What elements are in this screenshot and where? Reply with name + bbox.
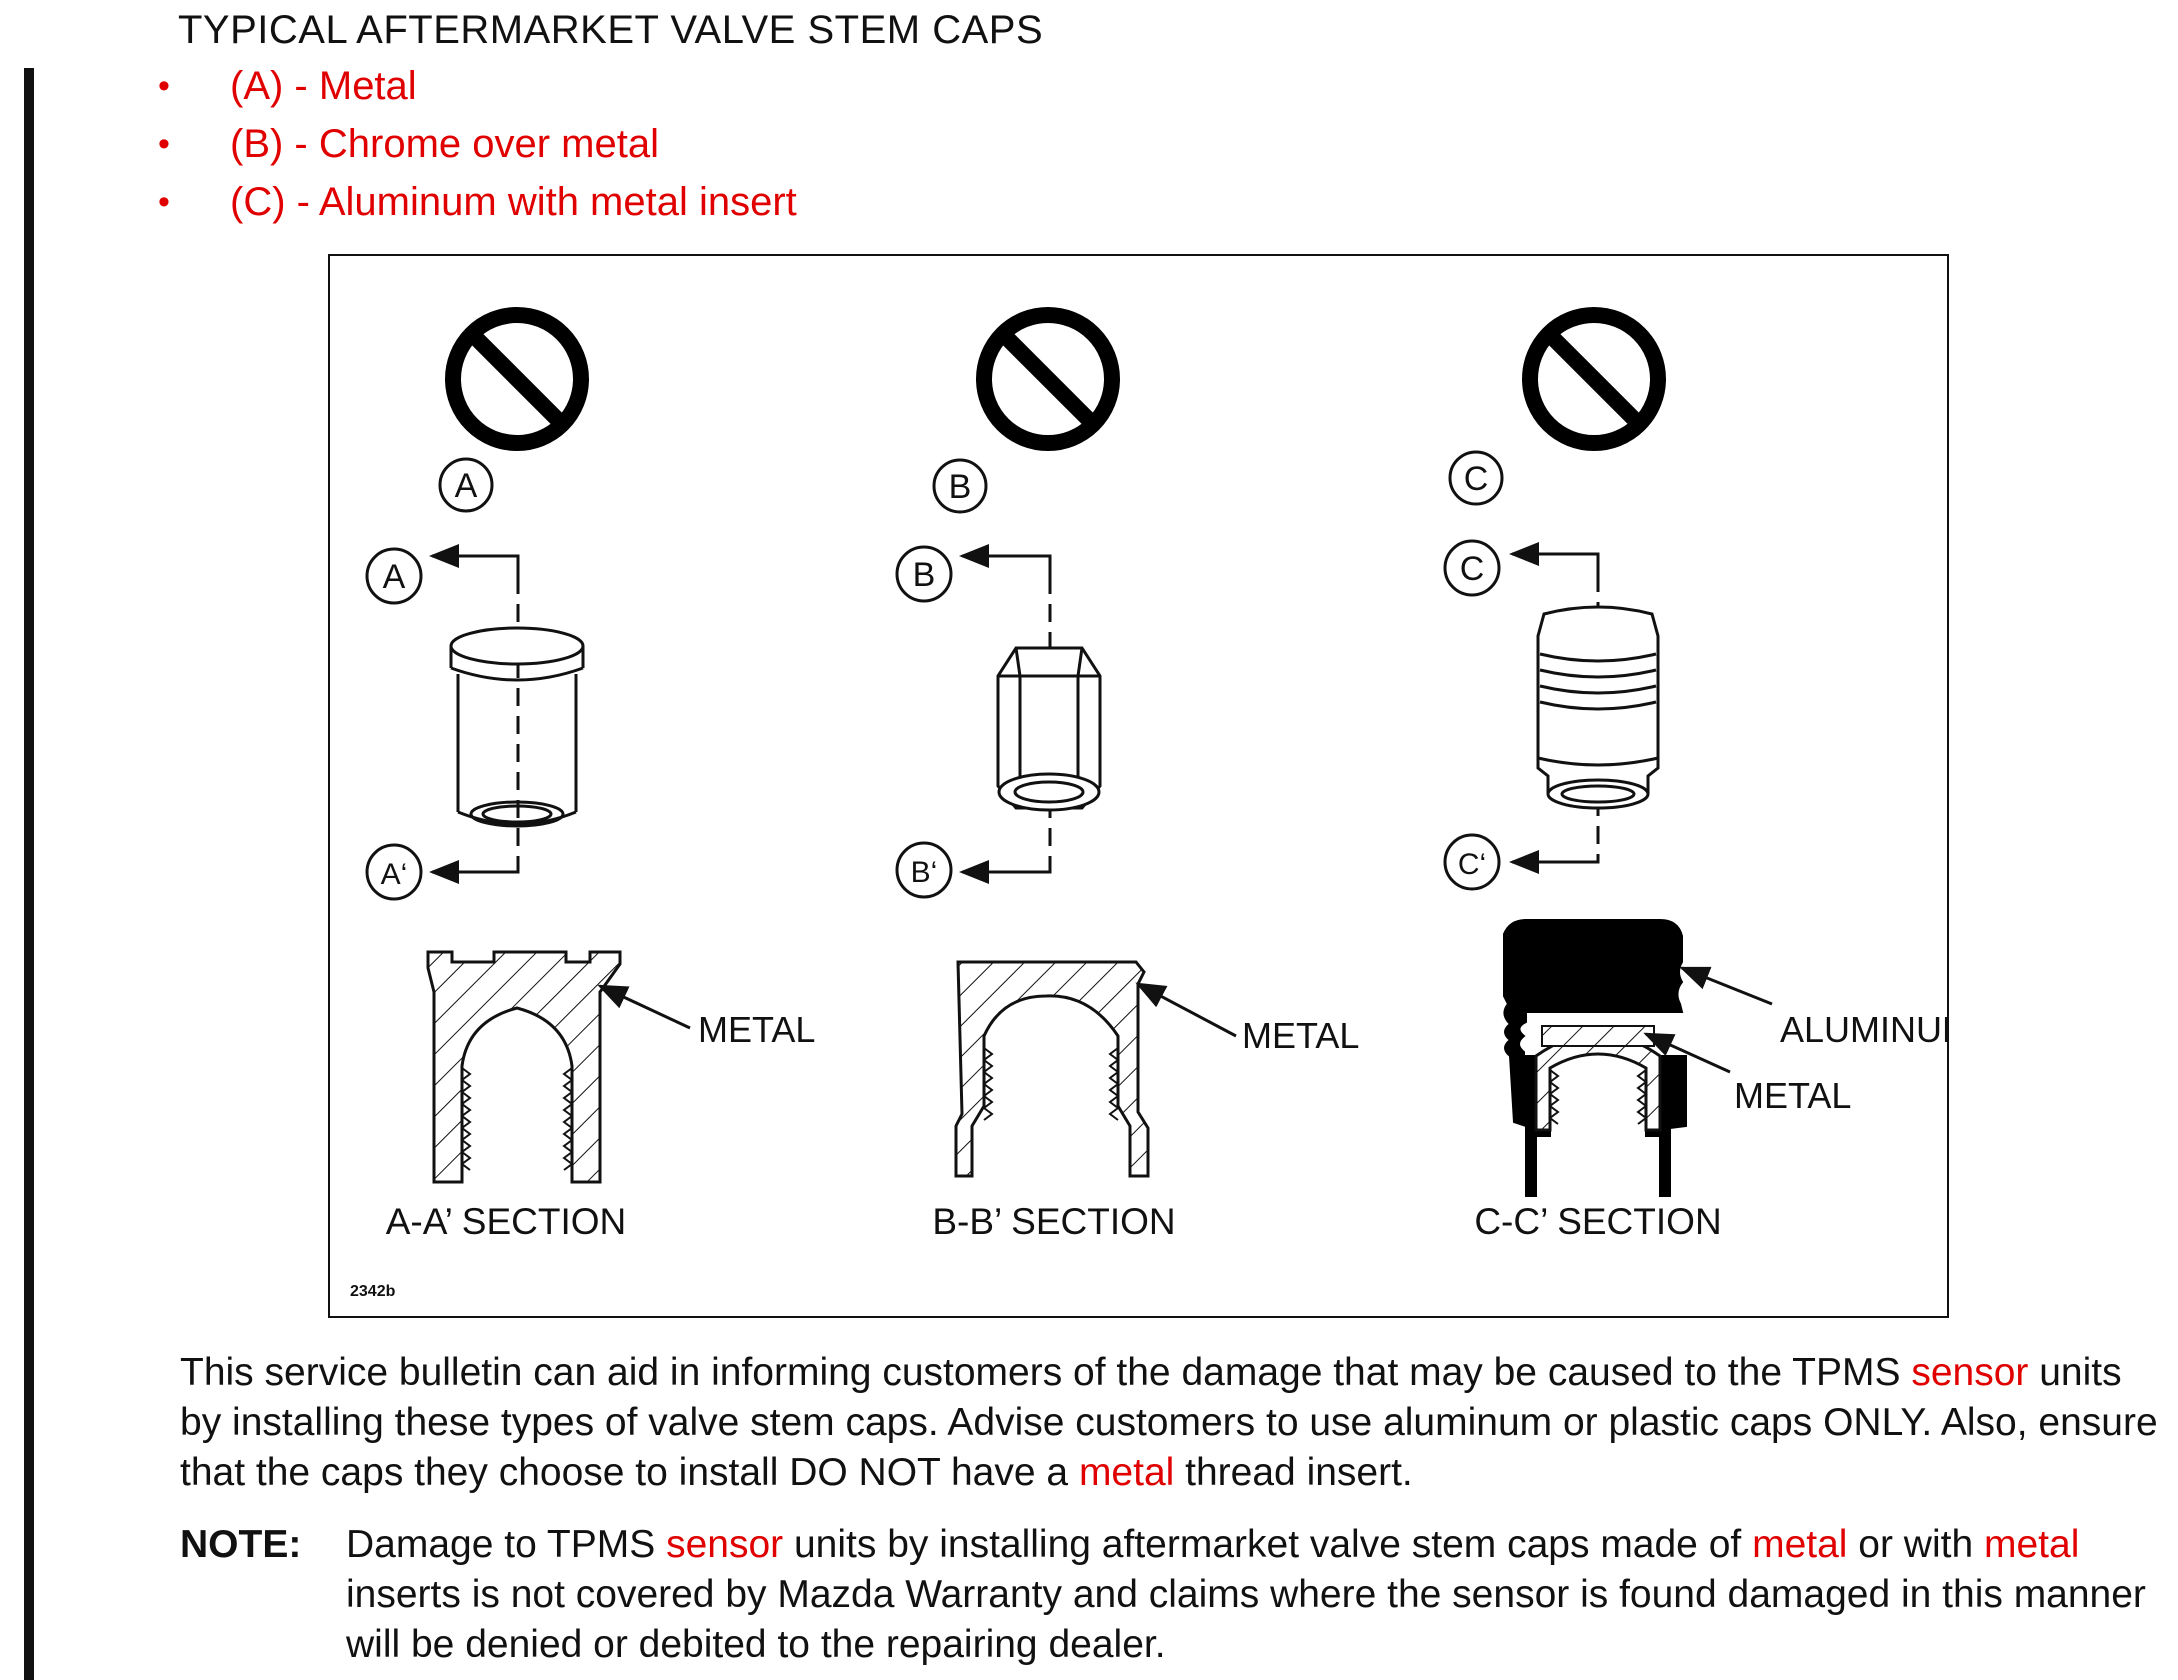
no-symbol-icon bbox=[1522, 307, 1666, 451]
cap-b-illustration bbox=[996, 646, 1102, 812]
cap-letter-c: C bbox=[1448, 450, 1504, 506]
bulletin-paragraph: This service bulletin can aid in informi… bbox=[180, 1351, 2158, 1494]
bullet-icon: • bbox=[158, 67, 170, 105]
material-label-metal: METAL bbox=[1734, 1075, 1851, 1116]
list-item: •(C) - Aluminum with metal insert bbox=[158, 176, 797, 234]
bullet-icon: • bbox=[158, 125, 170, 163]
list-item: •(B) - Chrome over metal bbox=[158, 118, 797, 176]
page-title: TYPICAL AFTERMARKET VALVE STEM CAPS bbox=[178, 8, 1044, 52]
section-marker-a-prime: A‘ bbox=[365, 843, 423, 901]
cap-type-list: •(A) - Metal •(B) - Chrome over metal •(… bbox=[158, 60, 797, 234]
section-label-a: A-A’ SECTION bbox=[386, 1201, 627, 1242]
section-marker-b-prime: B‘ bbox=[895, 841, 953, 899]
cap-b-section bbox=[954, 960, 1150, 1178]
svg-text:B‘: B‘ bbox=[911, 856, 938, 889]
svg-text:A‘: A‘ bbox=[381, 858, 408, 891]
cap-a-section bbox=[426, 950, 622, 1184]
svg-text:C‘: C‘ bbox=[1458, 848, 1486, 881]
material-label-metal: METAL bbox=[1242, 1015, 1359, 1056]
cap-c-illustration bbox=[1536, 605, 1660, 810]
note-label: NOTE: bbox=[180, 1523, 302, 1566]
section-marker-c-prime: C‘ bbox=[1443, 833, 1501, 891]
cap-c-section bbox=[1503, 919, 1687, 1197]
section-marker-c: C bbox=[1443, 539, 1501, 597]
svg-text:C: C bbox=[1464, 460, 1489, 498]
change-bar bbox=[24, 68, 34, 1680]
valve-cap-diagram: A A A‘ METAL A-A’ SECTIO bbox=[350, 307, 1947, 1300]
svg-text:B: B bbox=[913, 556, 936, 594]
valve-cap-figure: A A A‘ METAL A-A’ SECTIO bbox=[328, 254, 1949, 1318]
note-text: Damage to TPMS sensor units by installin… bbox=[346, 1523, 2146, 1666]
section-marker-a: A bbox=[365, 547, 423, 605]
svg-text:B: B bbox=[949, 468, 972, 506]
no-symbol-icon bbox=[445, 307, 589, 451]
svg-text:C: C bbox=[1460, 550, 1485, 588]
no-symbol-icon bbox=[976, 307, 1120, 451]
bullet-icon: • bbox=[158, 183, 170, 221]
cap-letter-b: B bbox=[932, 458, 988, 514]
cap-a-illustration bbox=[449, 626, 585, 828]
section-marker-b: B bbox=[895, 545, 953, 603]
figure-id: 2342b bbox=[350, 1283, 396, 1300]
svg-text:A: A bbox=[455, 467, 478, 505]
section-label-b: B-B’ SECTION bbox=[932, 1201, 1175, 1242]
svg-text:A: A bbox=[383, 558, 406, 596]
cap-letter-a: A bbox=[438, 457, 494, 513]
list-item: •(A) - Metal bbox=[158, 60, 797, 118]
material-label-metal: METAL bbox=[698, 1009, 815, 1050]
section-label-c: C-C’ SECTION bbox=[1474, 1201, 1721, 1242]
